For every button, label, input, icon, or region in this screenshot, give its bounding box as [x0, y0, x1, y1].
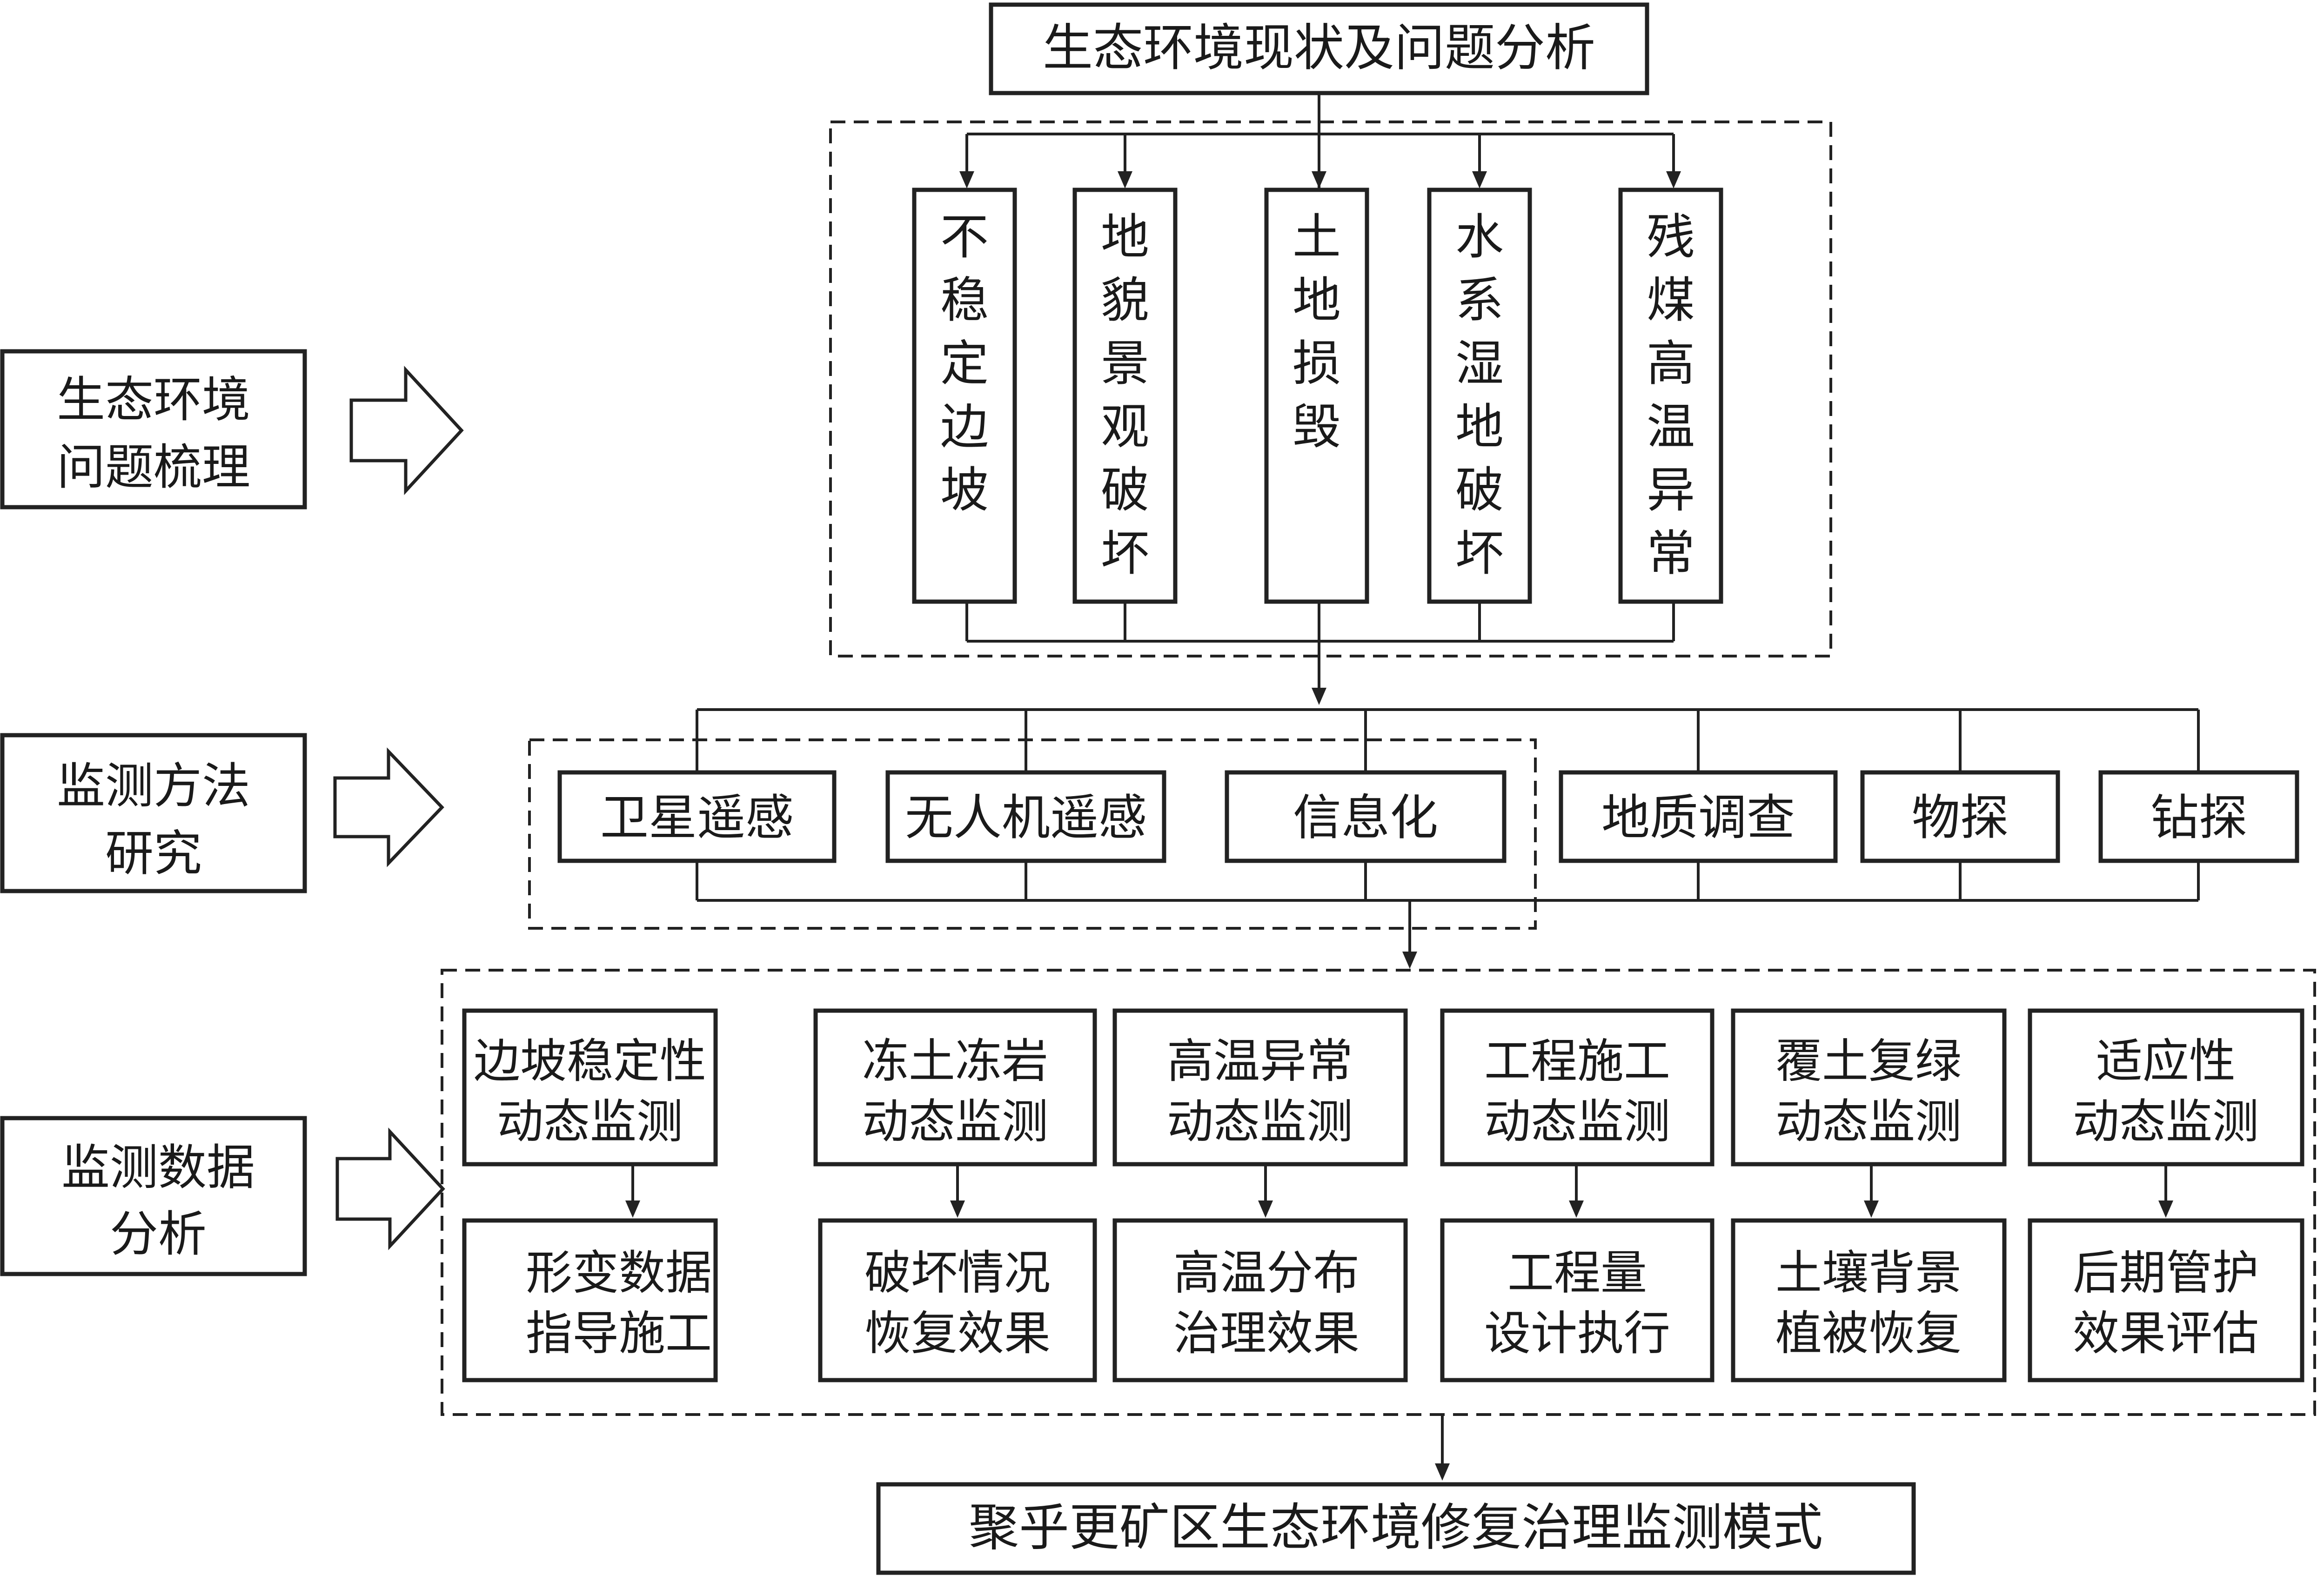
monitoring-col-3: 工程施工 动态监测 工程量 设计执行 — [1440, 1008, 1715, 1382]
issue-0-char-2: 定 — [940, 335, 989, 392]
issue-3-char-2: 湿 — [1455, 335, 1504, 392]
method-box-4: 物探 — [1860, 770, 2060, 863]
method-text-0: 卫星遥感 — [600, 789, 794, 846]
monitor-bottom-0-line-0: 形变数据 — [526, 1246, 712, 1300]
monitor-top-0-line-0: 边坡稳定性 — [474, 1034, 706, 1088]
issue-4-char-0: 残 — [1647, 208, 1695, 265]
issue-box-0: 不 稳 定 边 坡 — [912, 188, 1017, 604]
stage-2-line-1: 分析 — [110, 1206, 207, 1262]
method-box-2: 信息化 — [1225, 770, 1507, 863]
stage-box-0: 生态环境 问题梳理 — [0, 349, 307, 510]
issue-0-char-0: 不 — [940, 208, 989, 265]
stage-0-line-1: 问题梳理 — [57, 439, 250, 496]
monitor-top-1-line-1: 动态监测 — [862, 1094, 1048, 1149]
stage-arrow-0 — [349, 366, 464, 495]
stage-1-line-0: 监测方法 — [57, 758, 250, 814]
method-box-5: 钻探 — [2098, 770, 2299, 863]
monitor-bottom-3-line-1: 设计执行 — [1484, 1306, 1670, 1361]
top-title-text: 生态环境现状及问题分析 — [1043, 19, 1595, 77]
monitor-top-2-line-1: 动态监测 — [1167, 1094, 1353, 1149]
top-title-box: 生态环境现状及问题分析 — [989, 2, 1649, 95]
methods-group-border — [528, 738, 1537, 930]
method-text-3: 地质调查 — [1601, 789, 1795, 846]
monitoring-col-5: 适应性 动态监测 后期管护 效果评估 — [2028, 1008, 2304, 1382]
issues-group-border — [829, 121, 1832, 657]
monitor-top-5-line-0: 适应性 — [2096, 1034, 2236, 1088]
final-connector — [1435, 1415, 1450, 1481]
issue-0-char-1: 稳 — [940, 272, 989, 329]
monitoring-col-2: 高温异常 动态监测 高温分布 治理效果 — [1112, 1008, 1408, 1382]
stage-box-1: 监测方法 研究 — [0, 733, 307, 893]
monitoring-col-1: 冻土冻岩 动态监测 破坏情况 恢复效果 — [813, 1008, 1097, 1382]
monitoring-col-0: 边坡稳定性 动态监测 形变数据 指导施工 — [462, 1008, 718, 1382]
monitor-bottom-5-line-0: 后期管护 — [2073, 1246, 2259, 1300]
issue-4-char-5: 常 — [1647, 525, 1695, 582]
monitor-top-5-line-1: 动态监测 — [2073, 1094, 2259, 1149]
method-box-3: 地质调查 — [1559, 770, 1838, 863]
monitoring-group-border — [441, 969, 2316, 1416]
issue-box-1: 地 貌 景 观 破 坏 — [1072, 188, 1178, 604]
issue-3-char-1: 系 — [1455, 272, 1504, 329]
issue-1-char-2: 景 — [1101, 335, 1149, 392]
monitor-top-4-line-1: 动态监测 — [1775, 1094, 1962, 1149]
stage-arrow-2 — [335, 1127, 445, 1250]
issue-2-char-2: 损 — [1293, 335, 1341, 392]
monitor-bottom-2-line-1: 治理效果 — [1173, 1306, 1360, 1361]
monitor-top-2-line-0: 高温异常 — [1167, 1034, 1353, 1088]
issue-3-char-5: 坏 — [1455, 525, 1504, 582]
issue-3-char-0: 水 — [1455, 208, 1504, 265]
monitor-bottom-4-line-1: 植被恢复 — [1775, 1306, 1962, 1361]
bottom-title-text: 聚乎更矿区生态环境修复治理监测模式 — [969, 1499, 1823, 1557]
issue-3-char-4: 破 — [1455, 462, 1504, 518]
monitor-top-3-line-0: 工程施工 — [1484, 1034, 1670, 1088]
issue-2-char-0: 土 — [1293, 208, 1341, 265]
monitor-top-0-line-1: 动态监测 — [497, 1094, 683, 1149]
issue-1-char-4: 破 — [1101, 462, 1149, 518]
method-box-1: 无人机遥感 — [885, 770, 1166, 863]
monitor-top-1-line-0: 冻土冻岩 — [862, 1034, 1048, 1088]
monitor-top-3-line-1: 动态监测 — [1484, 1094, 1670, 1149]
issue-0-char-3: 边 — [940, 398, 989, 455]
method-text-5: 钻探 — [2150, 789, 2247, 846]
monitor-bottom-4-line-0: 土壤背景 — [1775, 1246, 1962, 1300]
method-text-4: 物探 — [1912, 789, 2009, 846]
issue-1-char-1: 貌 — [1101, 272, 1149, 329]
monitor-top-4-line-0: 覆土复绿 — [1775, 1034, 1962, 1088]
stage-0-line-0: 生态环境 — [57, 371, 250, 428]
issue-box-4: 残 煤 高 温 异 常 — [1618, 188, 1723, 604]
monitor-bottom-3-line-0: 工程量 — [1507, 1246, 1647, 1300]
issue-4-char-4: 异 — [1647, 462, 1695, 518]
monitor-bottom-1-line-0: 破坏情况 — [864, 1246, 1051, 1300]
monitor-bottom-1-line-1: 恢复效果 — [864, 1306, 1051, 1361]
stage-2-line-0: 监测数据 — [61, 1139, 255, 1196]
issue-box-2: 土 地 损 毁 — [1264, 188, 1369, 604]
issue-4-char-2: 高 — [1647, 335, 1695, 392]
monitoring-col-4: 覆土复绿 动态监测 土壤背景 植被恢复 — [1731, 1008, 2007, 1382]
stage-arrow-1 — [333, 747, 444, 867]
issues-connectors — [959, 93, 1681, 705]
monitor-bottom-0-line-1: 指导施工 — [526, 1306, 712, 1361]
issue-2-char-1: 地 — [1293, 272, 1341, 329]
issue-2-char-3: 毁 — [1293, 398, 1341, 455]
issue-0-char-4: 坡 — [940, 462, 989, 518]
monitor-bottom-2-line-0: 高温分布 — [1173, 1246, 1360, 1300]
issue-1-char-3: 观 — [1101, 398, 1149, 455]
stage-box-2: 监测数据 分析 — [0, 1116, 307, 1276]
method-box-0: 卫星遥感 — [557, 770, 837, 863]
issue-1-char-5: 坏 — [1101, 525, 1149, 582]
issue-box-3: 水 系 湿 地 破 坏 — [1427, 188, 1532, 604]
method-text-2: 信息化 — [1293, 789, 1438, 846]
issue-4-char-1: 煤 — [1647, 272, 1695, 329]
issue-4-char-3: 温 — [1647, 398, 1695, 455]
bottom-title-box: 聚乎更矿区生态环境修复治理监测模式 — [876, 1482, 1916, 1575]
monitor-bottom-5-line-1: 效果评估 — [2073, 1306, 2259, 1361]
method-text-1: 无人机遥感 — [905, 789, 1147, 846]
issue-1-char-0: 地 — [1101, 208, 1149, 265]
issue-3-char-3: 地 — [1455, 398, 1504, 455]
stage-1-line-1: 研究 — [105, 825, 202, 882]
